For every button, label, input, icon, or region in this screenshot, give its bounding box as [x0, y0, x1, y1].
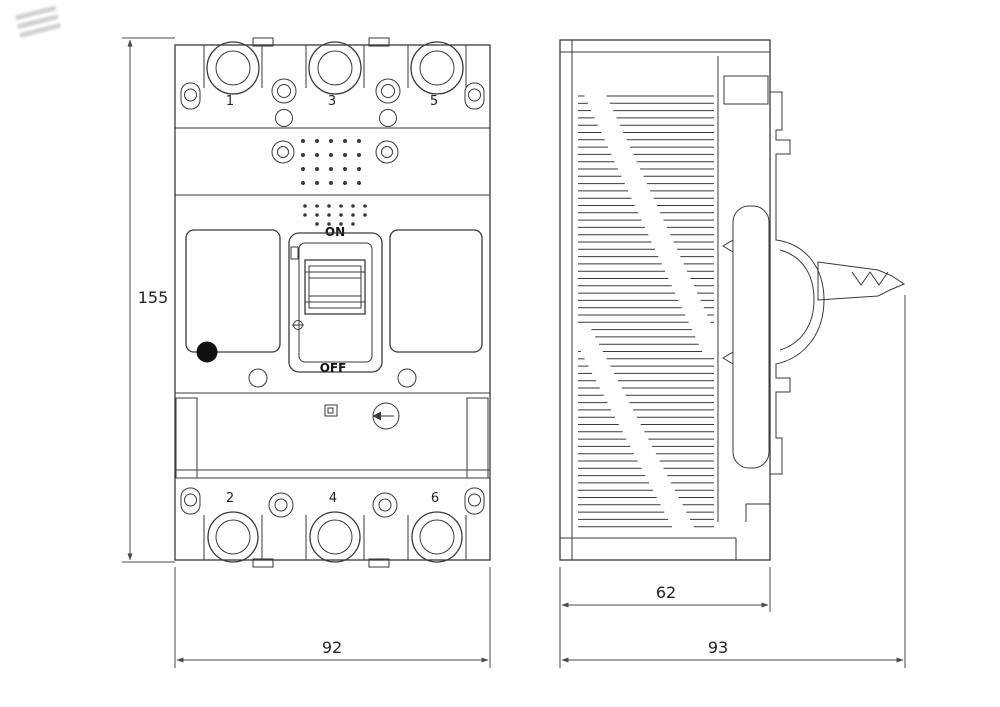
dimension-overall-depth: 93 [561, 295, 906, 668]
side-body-outline [559, 39, 771, 561]
mounting-screws [180, 82, 485, 515]
cover-screw-left [248, 368, 268, 388]
terminal-label-4: 4 [329, 491, 337, 506]
label-band [175, 392, 490, 479]
dimensions: 155 92 62 93 [122, 37, 906, 668]
front-view: 1 3 5 [174, 37, 491, 568]
cover-screw-right [397, 368, 417, 388]
accessory-window [271, 139, 399, 185]
terminal-label-2: 2 [226, 491, 234, 506]
top-terminals: 1 3 5 [203, 41, 467, 109]
left-cover-panel [185, 229, 281, 353]
dimension-front-width: 92 [174, 567, 491, 668]
terminal-label-1: 1 [226, 94, 234, 109]
dimension-body-depth: 62 [559, 567, 771, 668]
on-label: ON [325, 225, 345, 239]
dimension-label-62: 62 [656, 583, 676, 602]
circled-arrow-icon [372, 402, 400, 430]
dimension-label-155: 155 [138, 288, 169, 307]
side-top-window [723, 75, 769, 105]
dimension-height: 155 [122, 37, 175, 563]
mechanism-profile [722, 91, 825, 522]
ventilation-slots [578, 95, 714, 528]
handle-dot-rows [303, 204, 367, 226]
off-label: OFF [320, 361, 347, 375]
terminal-label-3: 3 [328, 94, 336, 109]
side-view [559, 39, 906, 561]
right-cover-panel [389, 229, 483, 353]
front-view-outline [174, 37, 491, 568]
rating-symbol [324, 404, 338, 417]
handle-lever [817, 261, 906, 301]
vent-dot-grid [301, 139, 361, 185]
terminal-label-5: 5 [430, 94, 438, 109]
top-pole-screws [271, 78, 401, 127]
dimension-label-93: 93 [708, 638, 728, 657]
toggle-handle [288, 232, 383, 373]
bottom-terminals: 2 4 6 [203, 491, 467, 563]
dimension-label-92: 92 [322, 638, 342, 657]
test-button [196, 341, 218, 363]
terminal-label-6: 6 [431, 491, 439, 506]
